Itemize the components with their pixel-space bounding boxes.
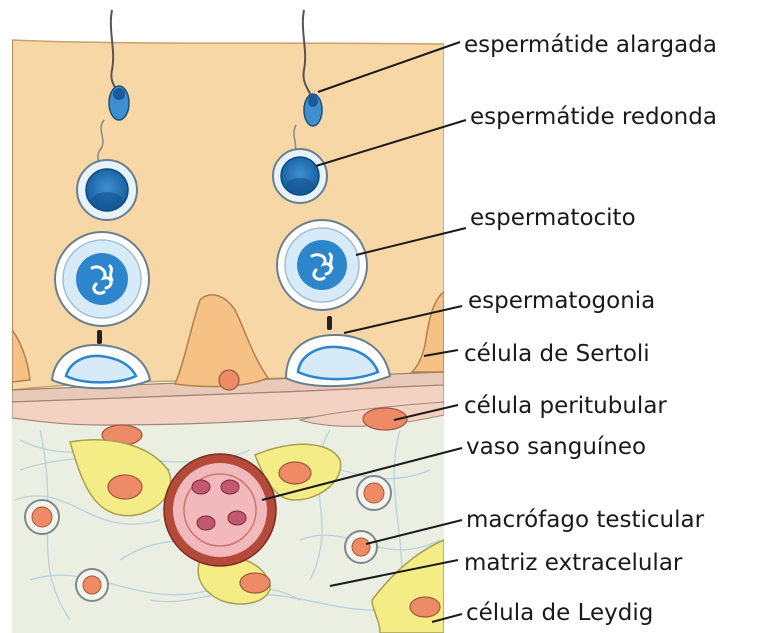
label-elongated-spermatid: espermátide alargada: [464, 34, 717, 57]
label-round-spermatid: espermátide redonda: [470, 106, 717, 129]
label-leydig-cell: célula de Leydig: [466, 602, 653, 625]
label-testicular-macrophage: macrófago testicular: [466, 509, 704, 532]
label-peritubular-cell: célula peritubular: [464, 395, 667, 418]
label-blood-vessel: vaso sanguíneo: [466, 436, 646, 459]
label-spermatogonium: espermatogonia: [468, 290, 655, 313]
label-spermatocyte: espermatocito: [470, 207, 636, 230]
sertoli-cell-nucleus: [219, 370, 239, 390]
label-sertoli-cell: célula de Sertoli: [464, 343, 650, 366]
blood-vessel: [164, 454, 276, 566]
label-extracellular-matrix: matriz extracelular: [464, 552, 682, 575]
